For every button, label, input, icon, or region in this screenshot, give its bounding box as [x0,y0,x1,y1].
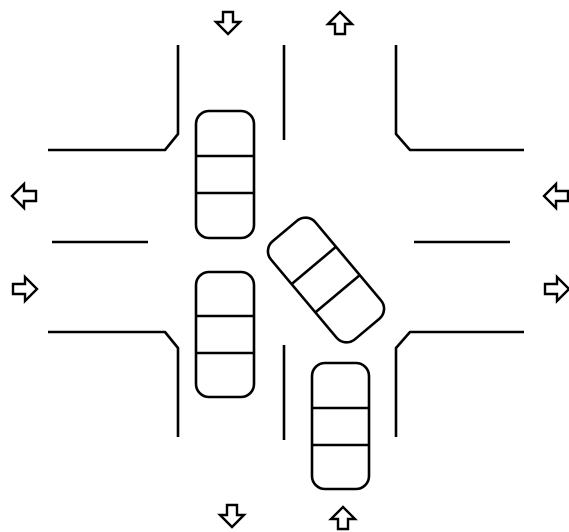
vehicle-1 [194,109,256,240]
road-corner-top-right [394,45,524,152]
lane-markings [52,45,510,440]
arrow-up-icon [328,505,358,531]
arrow-left-icon [10,181,38,211]
arrow-up-icon [325,10,355,36]
road-corner-bottom-left [48,330,180,437]
road-corner-bottom-right [394,330,524,437]
vehicle-4 [310,361,371,491]
road-corner-top-left [48,45,180,152]
vehicle-2 [194,270,256,399]
arrow-right-icon [543,274,569,304]
vehicles [194,109,386,491]
arrow-right-icon [11,274,39,304]
arrow-down-icon [217,503,247,529]
traffic-arrows [10,10,569,531]
arrow-left-icon [542,181,569,211]
arrow-down-icon [213,10,243,36]
road-edges [48,45,524,437]
vehicle-3 [266,216,386,344]
